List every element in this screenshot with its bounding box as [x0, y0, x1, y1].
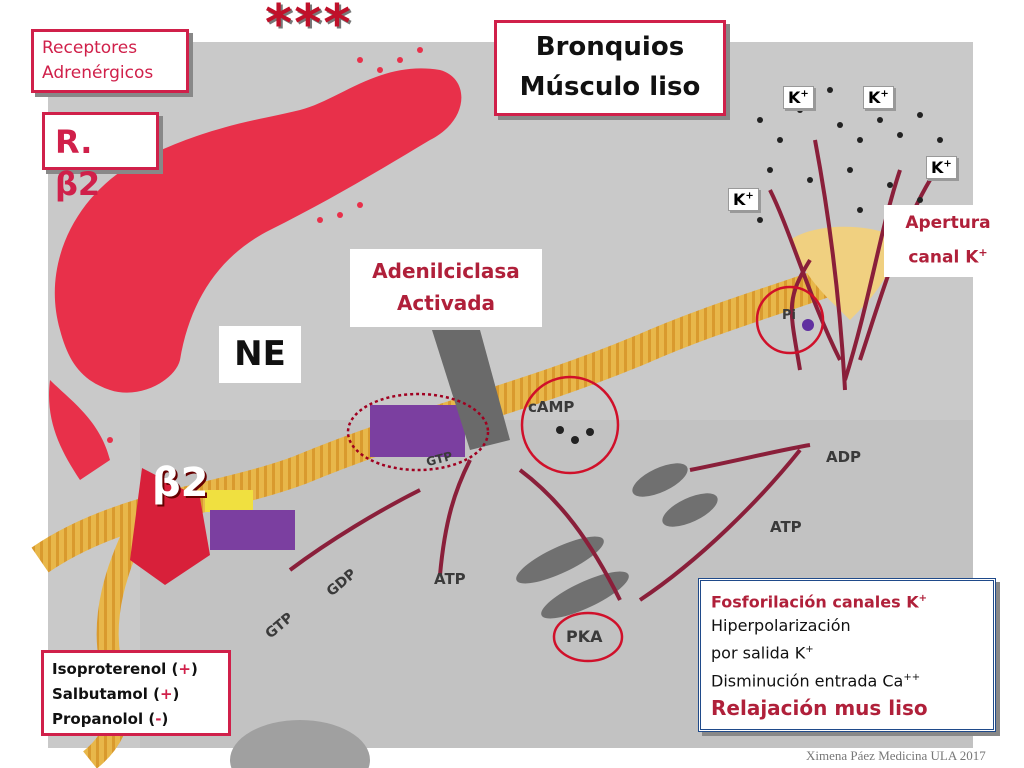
- k-channel: [790, 226, 900, 320]
- beta2-receptor-shape: [130, 468, 210, 585]
- fosfo-line1-wrap: Fosforilación canales K+: [711, 587, 983, 614]
- adenil-line2: Activada: [396, 291, 496, 315]
- beta2-num: 2: [180, 460, 209, 506]
- fosfo-line5: Relajación mus liso: [711, 695, 928, 720]
- g-protein-gtp: [370, 405, 465, 457]
- bronquios-line1: Bronquios: [535, 32, 685, 62]
- receptor-prefix: R.: [55, 123, 93, 161]
- drug-name: Propanolol: [52, 710, 144, 728]
- adenil-line1: Adenilciclasa: [372, 259, 520, 283]
- drug-paren: (: [166, 660, 179, 678]
- fosfo-line4-wrap: Disminución entrada Ca++: [711, 666, 983, 693]
- k-ion-charge: +: [745, 190, 754, 202]
- pka-highlight-circle: [552, 611, 624, 663]
- receptores-line2: Adrenérgicos: [42, 63, 154, 83]
- fosfo-line2: Hiperpolarización: [711, 616, 851, 636]
- k-ion-charge: +: [880, 88, 889, 100]
- fosfo-line1-sup: +: [918, 593, 928, 604]
- receptor-beta: β: [55, 165, 78, 203]
- drug-sign: +: [178, 660, 191, 678]
- adp-label: ADP: [826, 448, 862, 466]
- adenylate-cyclase: [432, 330, 510, 450]
- drug-paren: ): [172, 685, 180, 703]
- beta2-symbol: β: [152, 460, 181, 506]
- apertura-box: Apertura canal K+: [884, 205, 1012, 277]
- receptor-num: 2: [77, 165, 101, 203]
- credit-text: Ximena Páez Medicina ULA 2017: [806, 748, 986, 763]
- drug-row: Isoproterenol (+): [52, 657, 220, 682]
- pi-highlight-circle: [755, 285, 825, 355]
- beta2-label: β2: [152, 460, 208, 506]
- pka-label: PKA: [566, 627, 603, 646]
- ne-label: NE: [219, 326, 301, 383]
- k-ion-label-3: K+: [926, 156, 957, 179]
- k-ion-symbol: K: [868, 88, 881, 107]
- camp-highlight-circle: [520, 375, 620, 475]
- atp-center-label: ATP: [434, 570, 466, 588]
- title-stars: ***: [265, 0, 353, 54]
- fosfo-line3-sup: +: [805, 644, 814, 656]
- bronquios-box: Bronquios Músculo liso: [494, 20, 726, 116]
- fosfo-line4: Disminución entrada Ca: [711, 670, 904, 690]
- apertura-line2-wrap: canal K+: [890, 238, 1006, 273]
- k-ion-symbol: K: [931, 158, 944, 177]
- drugs-box: Isoproterenol (+) Salbutamol (+) Propano…: [41, 650, 231, 736]
- drug-name: Isoproterenol: [52, 660, 167, 678]
- bronquios-line2: Músculo liso: [519, 72, 701, 102]
- fosfo-line3: por salida K: [711, 643, 806, 663]
- g-protein: [210, 510, 295, 550]
- fosforilacion-box: Fosforilación canales K+ Hiperpolarizaci…: [698, 578, 996, 732]
- k-ion-label-1: K+: [783, 86, 814, 109]
- apertura-line2: canal K: [908, 247, 979, 268]
- adenilciclasa-box: Adenilciclasa Activada: [350, 249, 542, 327]
- drug-row: Salbutamol (+): [52, 682, 220, 707]
- fosfo-line3-wrap: por salida K+: [711, 638, 983, 665]
- drug-paren: (: [147, 685, 160, 703]
- k-ion-charge: +: [943, 158, 952, 170]
- receptores-line1: Receptores: [42, 38, 138, 58]
- drug-paren: ): [161, 710, 169, 728]
- drug-sign: -: [155, 710, 162, 728]
- drug-paren: (: [143, 710, 156, 728]
- pi-label: Pi: [782, 308, 796, 323]
- k-ion-label-2: K+: [863, 86, 894, 109]
- fosfo-line4-sup: ++: [903, 671, 921, 683]
- apertura-sup: +: [978, 246, 988, 259]
- receptor-beta2-box: R. β2: [42, 112, 159, 203]
- k-ion-label-4: K+: [728, 188, 759, 211]
- drug-name: Salbutamol: [52, 685, 148, 703]
- k-ion-charge: +: [800, 88, 809, 100]
- nerve-terminal: [54, 68, 462, 393]
- gprotein-highlight-circle: [346, 392, 490, 472]
- fosfo-line1: Fosforilación canales K: [711, 592, 919, 612]
- drug-paren: ): [190, 660, 198, 678]
- atp-right-label: ATP: [770, 518, 802, 536]
- k-ion-symbol: K: [788, 88, 801, 107]
- camp-label: cAMP: [528, 398, 575, 416]
- drug-row: Propanolol (-): [52, 707, 220, 732]
- receptores-box: Receptores Adrenérgicos: [31, 29, 189, 93]
- apertura-line1: Apertura: [905, 213, 991, 233]
- drug-sign: +: [159, 685, 173, 703]
- k-ion-symbol: K: [733, 190, 746, 209]
